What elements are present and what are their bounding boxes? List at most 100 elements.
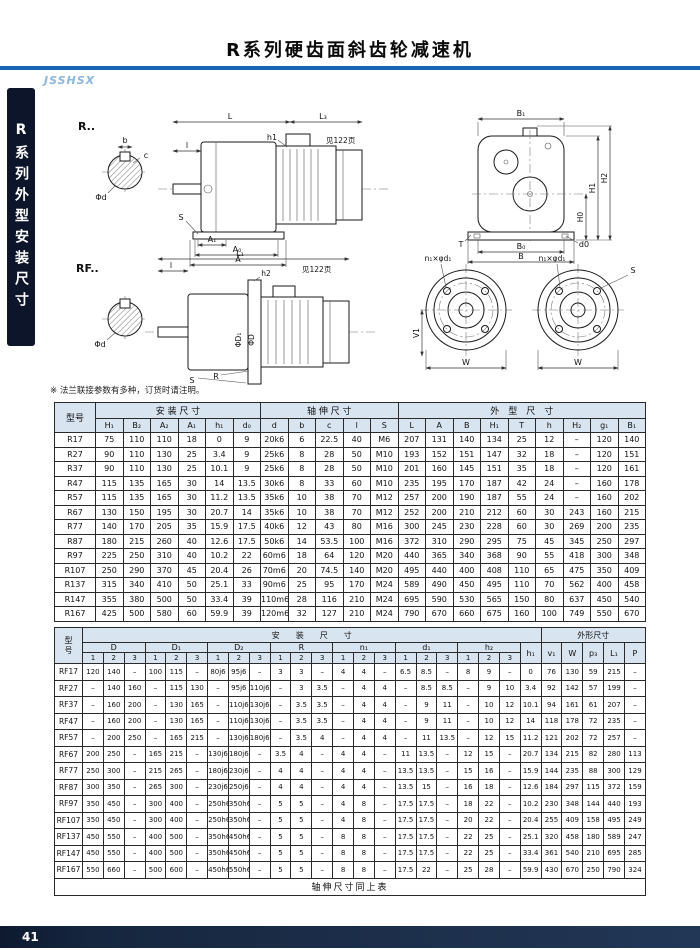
dim-cell: – [248,663,271,681]
dim-cell: 75 [507,533,536,549]
dim-cell: 8 [287,461,316,477]
dim-cell: 30 [177,475,206,491]
flange-order-note: ※ 法兰联接参数有多种，订货时请注明。 [50,385,204,396]
dim-cell: 637 [562,591,591,607]
dim-cell: – [498,745,521,763]
model-cell: R97 [54,548,96,564]
dim-cell: 90 [507,548,536,564]
dim-cell: 8 [332,861,354,879]
technical-drawings: R.. b c Φd [50,109,636,396]
dim-cell: – [373,663,396,681]
model-cell: R167 [54,606,96,622]
dim-cell: 255 [540,811,563,829]
dim-cell: 25.1 [205,577,234,593]
dim-cell: – [311,745,334,763]
dim-cell: 8 [352,844,375,862]
dim-cell: 9 [478,679,500,697]
dim-cell: 790 [603,861,625,879]
dim-cell: M20 [370,562,399,578]
dim-cell: – [498,663,521,681]
dim-cell: 458 [617,577,646,593]
dim-label-l: l [186,141,188,150]
dim-cell: – [498,861,521,879]
dim-cell: 350 [82,795,104,813]
dim-cell: 180j6 [227,745,250,763]
dim-cell: 59.9 [519,861,542,879]
dim-cell: – [373,762,396,780]
dim-cell: 22 [457,828,480,846]
dim-cell: 32 [507,446,536,462]
dim-cell: 6 [287,432,316,448]
dim-cell: 450 [82,828,104,846]
dim-cell: 230j6 [227,762,250,780]
dim-cell: 64 [315,548,344,564]
dim-cell: – [311,828,334,846]
dim-cell: 300 [82,778,104,796]
column-header: l [342,418,371,433]
dim-cell: 110 [150,432,179,448]
dim-cell: 562 [562,577,591,593]
dim-cell: 178 [617,475,646,491]
dim-cell: 310 [425,533,454,549]
sub-column-header: 2 [352,652,375,664]
dim-cell: 10.1 [519,696,542,714]
dim-cell: 10 [498,679,521,697]
dim-cell: 18 [535,446,564,462]
dim-cell: 33.4 [205,591,234,607]
dim-cell: 9 [232,432,261,448]
dim-cell: 10 [478,696,500,714]
dim-cell: 110j6 [227,712,250,730]
dim-cell: – [269,679,292,697]
dim-cell: 159 [623,778,647,796]
dim-cell: 5 [290,844,313,862]
dim-cell: 10.2 [205,548,234,564]
dim-cell: – [311,844,334,862]
dim-cell: 12.6 [519,778,542,796]
dim-cell: 15.9 [519,762,542,780]
sub-column-header: 3 [498,652,521,664]
model-cell: R27 [54,446,96,462]
dim-cell: 30 [535,504,564,520]
dim-cell: 250 [102,745,125,763]
dim-cell: 215 [165,745,188,763]
rf-side-view: L₁ l h2 见122页 ΦD ΦD₁ S R [145,249,375,385]
dim-cell: 550 [102,828,125,846]
group-header: D₂ [207,642,271,653]
dim-cell: 24 [535,490,564,506]
dim-cell: 116 [315,591,344,607]
dim-cell: M10 [370,461,399,477]
dim-cell: 30 [177,490,206,506]
dim-cell: 4 [352,696,375,714]
dim-cell: 3 [290,663,313,681]
dim-cell: 265 [165,762,188,780]
dim-cell: 38 [315,490,344,506]
model-cell: RF67 [54,745,83,763]
dim-cell: 300 [165,778,188,796]
dim-cell: 165 [186,712,209,730]
dim-cell: 35k6 [260,504,289,520]
dim-cell: 10.1 [205,461,234,477]
dim-cell: 33.4 [519,844,542,862]
dim-cell: 530 [452,591,481,607]
dim-cell: 147 [480,446,509,462]
dim-cell: 4 [332,663,354,681]
sub-column-header: 3 [436,652,459,664]
dim-cell: 365 [425,548,454,564]
column-header: B₁ [617,418,646,433]
sub-column-header: 2 [227,652,250,664]
dim-cell: 297 [617,533,646,549]
dim-cell: 165 [150,475,179,491]
column-header: h₁ [519,642,542,664]
dim-cell: 210 [452,504,481,520]
model-cell: RF37 [54,696,83,714]
dim-cell: 120 [590,446,619,462]
dim-cell: 20 [457,811,480,829]
dim-cell: 40k6 [260,519,289,535]
dim-cell: – [562,475,591,491]
dim-cell: 20 [287,562,316,578]
